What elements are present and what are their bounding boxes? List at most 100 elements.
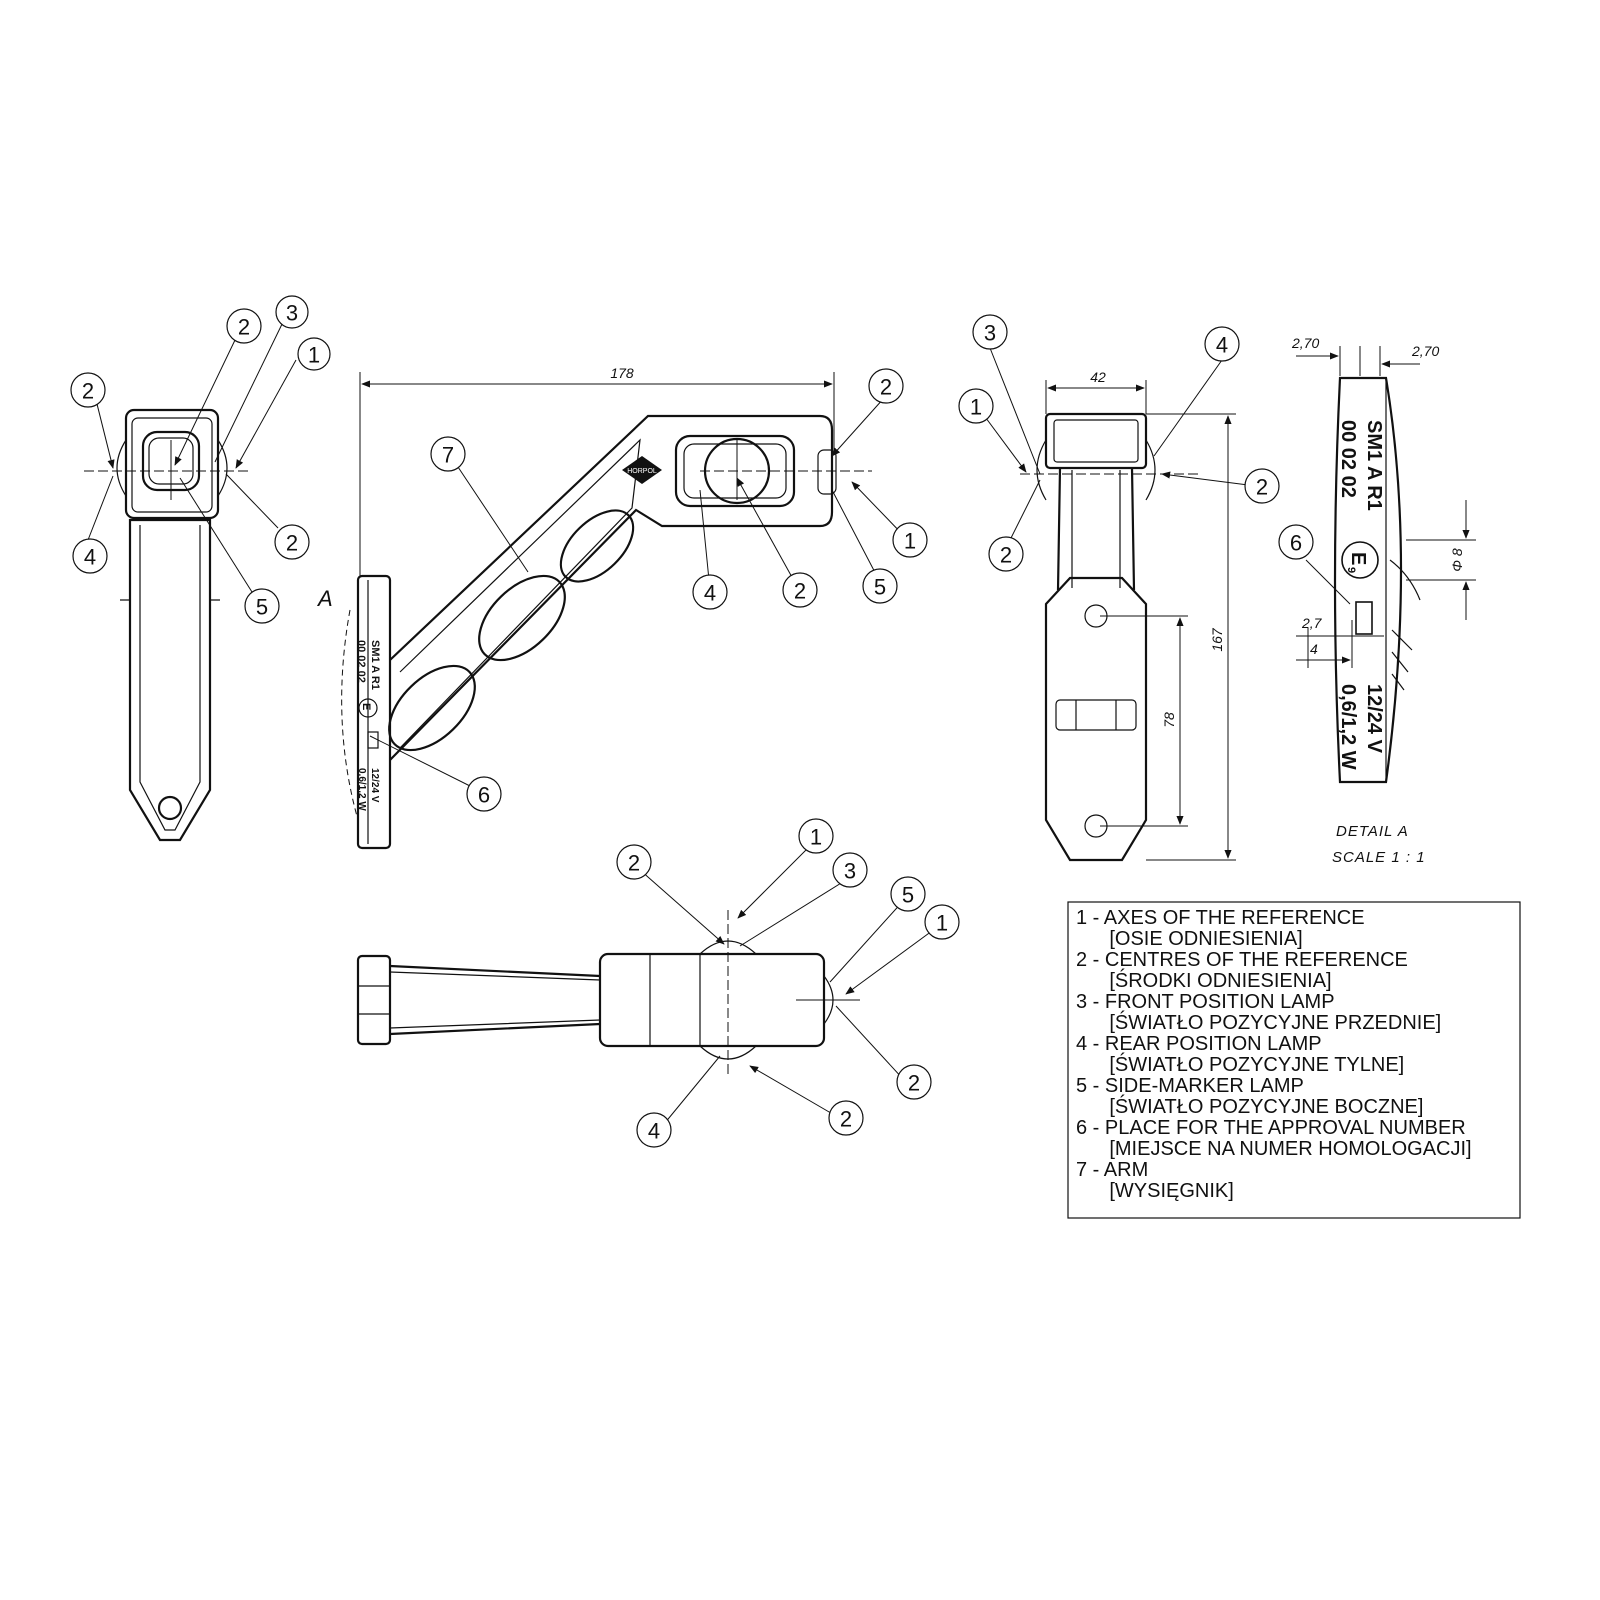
callout: 2 — [226, 308, 262, 344]
detail-scale: SCALE 1 : 1 — [1332, 849, 1426, 866]
svg-text:HORPOL: HORPOL — [627, 468, 657, 475]
svg-text:6: 6 — [478, 783, 490, 808]
svg-text:2,7: 2,7 — [1301, 615, 1323, 631]
right-view: 42 167 78 — [979, 347, 1257, 862]
svg-text:6: 6 — [1290, 531, 1302, 556]
detail-callouts: 6 — [1278, 524, 1314, 560]
svg-text:3: 3 — [984, 321, 996, 346]
svg-text:2,70: 2,70 — [1291, 335, 1319, 351]
svg-text:7: 7 — [442, 443, 454, 468]
svg-text:12/24 V: 12/24 V — [369, 768, 380, 803]
callout: 4 — [636, 1112, 672, 1148]
legend: 1 - AXES OF THE REFERENCE [OSIE ODNIESIE… — [1067, 901, 1521, 1219]
svg-text:2: 2 — [840, 1107, 852, 1132]
svg-text:2: 2 — [1256, 475, 1268, 500]
svg-text:2: 2 — [628, 851, 640, 876]
callout: 2 — [616, 844, 652, 880]
svg-text:1: 1 — [970, 395, 982, 420]
callout: 6 — [466, 776, 502, 812]
side-view-callouts: 7 2 1 4 2 5 6 — [430, 368, 928, 812]
legend-line: 4 - REAR POSITION LAMP — [1076, 1033, 1322, 1055]
svg-text:1: 1 — [936, 911, 948, 936]
brand-logo: HORPOL — [622, 456, 662, 484]
svg-text:00 02 02: 00 02 02 — [1337, 420, 1359, 498]
callout: 1 — [297, 337, 331, 371]
svg-text:2: 2 — [286, 531, 298, 556]
front-view — [84, 319, 297, 842]
svg-text:0,6/1,2 W: 0,6/1,2 W — [1337, 684, 1359, 770]
svg-text:1: 1 — [308, 343, 320, 368]
callout: 1 — [924, 904, 960, 940]
view-label-a: A — [316, 586, 333, 611]
legend-line: [ŚWIATŁO POZYCYJNE BOCZNE] — [1076, 1094, 1423, 1118]
svg-text:2: 2 — [880, 375, 892, 400]
detail-a-view: SM1 A R1 00 02 02 E 9 12/24 V 0,6/1,2 W … — [1291, 335, 1476, 866]
svg-text:5: 5 — [874, 575, 886, 600]
svg-text:00 02 02: 00 02 02 — [355, 640, 367, 683]
callout: 2 — [274, 524, 310, 560]
callout: 1 — [892, 522, 928, 558]
svg-text:2,70: 2,70 — [1411, 343, 1439, 359]
legend-line: [ŚWIATŁO POZYCYJNE TYLNE] — [1076, 1052, 1404, 1076]
svg-text:E: E — [1347, 552, 1369, 565]
callout: 4 — [72, 538, 108, 574]
callout: 1 — [958, 388, 994, 424]
callout: 3 — [832, 852, 868, 888]
svg-text:12/24 V: 12/24 V — [1363, 684, 1385, 754]
legend-line: [ŚWIATŁO POZYCYJNE PRZEDNIE] — [1076, 1010, 1441, 1034]
svg-text:4: 4 — [648, 1119, 660, 1144]
svg-text:9: 9 — [1345, 567, 1357, 573]
svg-text:2: 2 — [238, 315, 250, 340]
legend-box — [1067, 901, 1521, 1219]
mounting-hole-icon — [157, 795, 183, 821]
legend-line: 1 - AXES OF THE REFERENCE — [1076, 907, 1365, 929]
callout: 7 — [430, 436, 466, 472]
callout: 6 — [1278, 524, 1314, 560]
right-view-callouts: 3 4 1 2 2 — [958, 314, 1280, 572]
svg-text:3: 3 — [844, 859, 856, 884]
legend-line: 3 - FRONT POSITION LAMP — [1076, 991, 1335, 1013]
svg-text:167: 167 — [1209, 627, 1225, 652]
legend-line: [WYSIĘGNIK] — [1076, 1180, 1234, 1202]
svg-text:2: 2 — [82, 379, 94, 404]
svg-text:78: 78 — [1161, 712, 1177, 728]
callout: 3 — [972, 314, 1008, 350]
top-view-callouts: 2 1 3 5 1 2 4 2 — [616, 818, 960, 1148]
callout: 2 — [896, 1064, 932, 1100]
callout: 4 — [1204, 326, 1240, 362]
callout: 2 — [782, 572, 818, 608]
svg-text:2: 2 — [908, 1071, 920, 1096]
legend-line: 6 - PLACE FOR THE APPROVAL NUMBER — [1076, 1117, 1466, 1139]
svg-text:0,6/1,2 W: 0,6/1,2 W — [356, 768, 367, 811]
svg-text:4: 4 — [704, 581, 716, 606]
callout: 2 — [70, 372, 106, 408]
svg-text:4: 4 — [84, 545, 96, 570]
legend-line: [MIEJSCE NA NUMER HOMOLOGACJI] — [1076, 1138, 1472, 1160]
svg-text:178: 178 — [610, 365, 634, 381]
callout: 4 — [692, 574, 728, 610]
legend-line: 7 - ARM — [1076, 1159, 1148, 1181]
svg-text:5: 5 — [902, 883, 914, 908]
svg-text:E: E — [360, 703, 372, 710]
svg-text:3: 3 — [286, 301, 298, 326]
callout: 5 — [244, 588, 280, 624]
svg-text:1: 1 — [904, 529, 916, 554]
callout: 2 — [1244, 468, 1280, 504]
top-view — [356, 845, 937, 1125]
callout: 2 — [988, 536, 1024, 572]
svg-text:SM1 A R1: SM1 A R1 — [1363, 420, 1385, 511]
front-view-callouts: 2 3 1 2 4 2 5 — [70, 295, 331, 624]
legend-line: 2 - CENTRES OF THE REFERENCE — [1076, 949, 1408, 971]
side-view: HORPOL 178 A SM1 A R1 00 02 02 E 12/24 V… — [316, 365, 907, 850]
svg-text:Φ 8: Φ 8 — [1449, 548, 1465, 572]
detail-title: DETAIL A — [1336, 823, 1409, 840]
svg-text:5: 5 — [256, 595, 268, 620]
legend-line: 5 - SIDE-MARKER LAMP — [1076, 1075, 1304, 1097]
svg-text:SM1 A R1: SM1 A R1 — [369, 640, 381, 690]
svg-text:42: 42 — [1090, 369, 1106, 385]
svg-text:1: 1 — [810, 825, 822, 850]
callout: 2 — [868, 368, 904, 404]
callout: 5 — [890, 876, 926, 912]
legend-line: [OSIE ODNIESIENIA] — [1076, 928, 1303, 950]
